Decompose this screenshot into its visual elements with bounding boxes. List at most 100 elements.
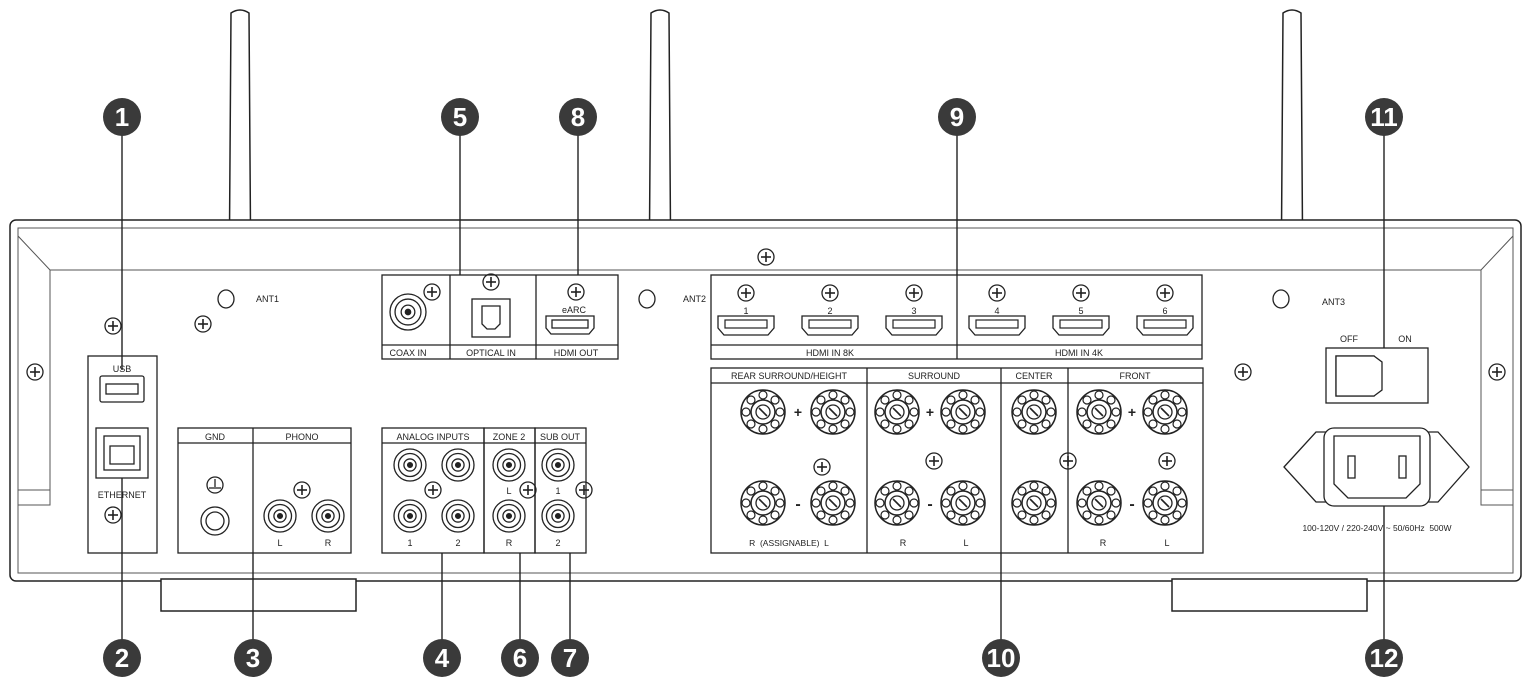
antenna-jacks bbox=[217, 289, 1290, 309]
plus-mark: + bbox=[1128, 404, 1136, 420]
rca-jack bbox=[441, 499, 475, 533]
usb-ethernet-module bbox=[87, 355, 158, 554]
phono-module bbox=[177, 427, 352, 554]
callout-number: 12 bbox=[1370, 643, 1399, 673]
digital-module bbox=[381, 274, 619, 360]
screw-icon bbox=[757, 248, 775, 266]
callout-9: 9 bbox=[938, 98, 976, 136]
ant2-label: ANT2 bbox=[683, 294, 706, 304]
callout-number: 4 bbox=[435, 643, 450, 673]
hdmi-port-number: 5 bbox=[1078, 306, 1083, 316]
minus-mark: - bbox=[927, 496, 932, 513]
minus-mark: - bbox=[795, 496, 800, 513]
screw-icon bbox=[905, 284, 923, 302]
speaker-binding-post bbox=[1011, 480, 1057, 526]
callout-number: 5 bbox=[453, 102, 467, 132]
speaker-binding-post bbox=[740, 389, 786, 435]
screw-icon bbox=[104, 506, 122, 524]
power-on-label: ON bbox=[1398, 334, 1412, 344]
analog-inputs-label: ANALOG INPUTS bbox=[396, 432, 469, 442]
callout-number: 7 bbox=[563, 643, 577, 673]
callout-12: 12 bbox=[1365, 639, 1403, 677]
hdmi-ports bbox=[717, 315, 1194, 336]
rear-surround-label: REAR SURROUND/HEIGHT bbox=[731, 371, 848, 381]
callout-number: 3 bbox=[246, 643, 260, 673]
rca-jack bbox=[393, 448, 427, 482]
screw-icon bbox=[482, 273, 500, 291]
polarity-marks: +-+-+- bbox=[794, 404, 1136, 513]
plus-mark: + bbox=[926, 404, 934, 420]
analog-1-label: 1 bbox=[407, 538, 412, 548]
phono-label: PHONO bbox=[285, 432, 318, 442]
callout-number: 6 bbox=[513, 643, 527, 673]
hdmi-port-number: 2 bbox=[827, 306, 832, 316]
speaker-binding-post bbox=[874, 389, 920, 435]
hdmi-port-5 bbox=[1052, 315, 1110, 336]
hdmi-8k-label: HDMI IN 8K bbox=[806, 348, 854, 358]
screw-icon bbox=[988, 284, 1006, 302]
hdmi-port-6 bbox=[1136, 315, 1194, 336]
callout-number: 2 bbox=[115, 643, 129, 673]
screw-icon bbox=[1488, 363, 1506, 381]
screw-icon bbox=[423, 283, 441, 301]
rear-bottom-label: R (ASSIGNABLE) L bbox=[749, 538, 829, 548]
speaker-binding-post bbox=[1076, 389, 1122, 435]
front-r-label: R bbox=[1100, 538, 1107, 548]
screw-icon bbox=[26, 363, 44, 381]
screw-icon bbox=[519, 481, 537, 499]
callout-4: 4 bbox=[423, 639, 461, 677]
speaker-binding-post bbox=[940, 480, 986, 526]
hdmi-port-4 bbox=[968, 315, 1026, 336]
screw-icon bbox=[1072, 284, 1090, 302]
screw-icon bbox=[104, 317, 122, 335]
screw-icon bbox=[1156, 284, 1174, 302]
phono-left-label: L bbox=[277, 538, 282, 548]
ant3-label: ANT3 bbox=[1322, 297, 1345, 307]
speaker-binding-post bbox=[874, 480, 920, 526]
screw-icon bbox=[567, 283, 585, 301]
speaker-binding-post bbox=[940, 389, 986, 435]
ac-inlet bbox=[1283, 427, 1470, 507]
rca-jack bbox=[541, 499, 575, 533]
hdmi-4k-label: HDMI IN 4K bbox=[1055, 348, 1103, 358]
hdmi-port-number: 3 bbox=[911, 306, 916, 316]
analog-2-label: 2 bbox=[455, 538, 460, 548]
speaker-binding-post bbox=[1142, 480, 1188, 526]
hdmi-port-3 bbox=[885, 315, 943, 336]
binding-posts bbox=[740, 389, 1188, 526]
power-off-label: OFF bbox=[1340, 334, 1358, 344]
callout-7: 7 bbox=[551, 639, 589, 677]
callout-leaders bbox=[121, 135, 1385, 640]
screw-icon bbox=[821, 284, 839, 302]
earc-label: eARC bbox=[562, 305, 587, 315]
zone2-right-label: R bbox=[506, 538, 513, 548]
speaker-binding-post bbox=[1011, 389, 1057, 435]
callout-10: 10 bbox=[982, 639, 1020, 677]
hdmi-port-1 bbox=[717, 315, 775, 336]
sub-1-label: 1 bbox=[555, 486, 560, 496]
surround-label: SURROUND bbox=[908, 371, 961, 381]
screw-icon bbox=[1234, 363, 1252, 381]
speaker-module bbox=[710, 367, 1204, 554]
screw-icon bbox=[575, 481, 593, 499]
callout-5: 5 bbox=[441, 98, 479, 136]
zone2-left-label: L bbox=[506, 486, 511, 496]
rca-jacks bbox=[263, 293, 575, 533]
screw-icon bbox=[737, 284, 755, 302]
front-label: FRONT bbox=[1120, 371, 1151, 381]
front-l-label: L bbox=[1164, 538, 1169, 548]
analog-module bbox=[381, 427, 587, 554]
hdmi-port-number: 6 bbox=[1162, 306, 1167, 316]
screw-icon bbox=[293, 481, 311, 499]
callout-11: 11 bbox=[1365, 98, 1403, 136]
center-label: CENTER bbox=[1015, 371, 1053, 381]
speaker-binding-post bbox=[810, 480, 856, 526]
speaker-binding-post bbox=[1076, 480, 1122, 526]
gnd-label: GND bbox=[205, 432, 226, 442]
callout-2: 2 bbox=[103, 639, 141, 677]
callout-3: 3 bbox=[234, 639, 272, 677]
